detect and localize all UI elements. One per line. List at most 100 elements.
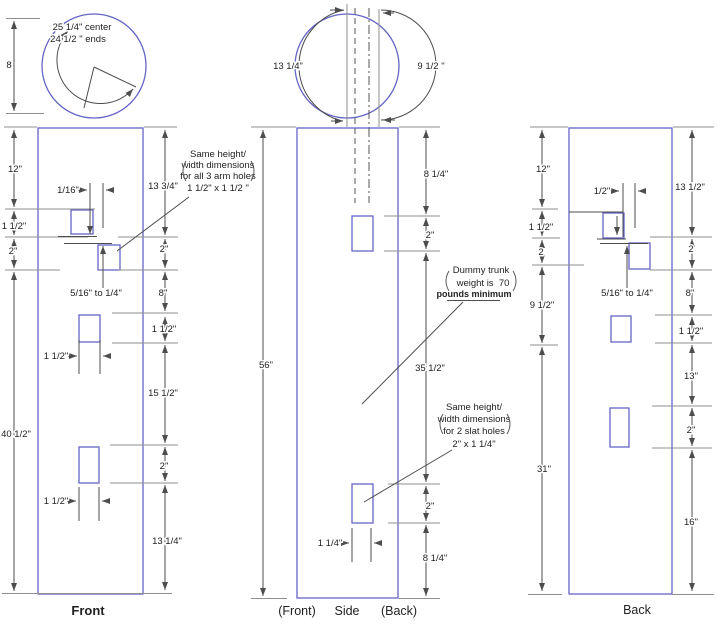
arm-note-line3: for all 3 arm holes	[180, 171, 256, 182]
front-right-dim-7: 13 1/4"	[152, 536, 182, 547]
side-trunk-outline	[296, 127, 399, 599]
side-slat-width-label: 1 1/4"	[318, 538, 343, 549]
arm-note-left-paren	[182, 160, 187, 182]
back-arc	[380, 9, 437, 121]
back-view: 12" 1 1/2" 2 9 1/2" 31" 13 1/2" 2 8" 1 1…	[527, 126, 714, 617]
circumference-ends-label: 24 1/2 " ends	[50, 34, 106, 45]
side-left-dim: 56"	[258, 130, 274, 596]
radius-line-1	[83, 66, 95, 109]
front-right-dim-1: 13 3/4"	[148, 181, 178, 192]
front-left-dim-chain: 12" 1 1/2" 2" 40 1/2"	[0, 130, 32, 591]
arm-note-right-paren	[250, 160, 255, 182]
head-diameter-label: 8	[6, 60, 11, 71]
circumference-center-label: 25 1/4" center	[53, 22, 112, 33]
front-slat-hole	[78, 446, 100, 484]
arm-note-leader	[116, 196, 190, 252]
back-arm-hole-3	[610, 315, 632, 343]
back-right-dim-6: 2"	[687, 425, 696, 436]
slat-note-left-paren	[439, 413, 444, 435]
front-left-dim-2: 1 1/2"	[2, 221, 27, 232]
front-arc	[298, 9, 345, 122]
back-arm-hole-2	[628, 242, 651, 270]
slat-note-line4: 2" x 1 1/4"	[452, 439, 495, 450]
slat-note-line2: width dimensions	[437, 414, 511, 425]
front-head-circle: 8 25 1/4" center 24 1/2 " ends	[5, 13, 147, 119]
front-offset-label: 1/16"	[57, 185, 79, 196]
back-inner-dims: 1/2" 5/16" to 1/4"	[592, 183, 654, 301]
back-right-dim-1: 13 1/2"	[675, 182, 705, 193]
front-right-dim-chain: 13 3/4" 2" 8" 1 1/2" 15 1/2" 2" 13 1/4"	[147, 130, 183, 590]
back-arm-hole-1	[602, 212, 625, 239]
side-head-circle: 13 1/4" 9 1/2 "	[272, 4, 446, 203]
weight-note-right-paren	[512, 270, 517, 292]
front-arc-label: 13 1/4"	[273, 61, 303, 72]
circumference-arc	[56, 30, 134, 105]
side-extension-lines	[251, 126, 440, 599]
front-left-dim-1: 12"	[8, 164, 22, 175]
side-slat-hole-bottom	[351, 483, 374, 524]
arm-note-line4: 1 1/2" x 1 1/2 "	[187, 183, 249, 194]
arm-note-line2: width dimensions	[181, 160, 255, 171]
front-inner-dims: 1/16" 5/16" to 1/4" 1 1/2" 1 1/2"	[42, 183, 123, 521]
front-arm-hole-2	[97, 244, 121, 271]
front-hole3-width-label: 1 1/2"	[44, 351, 69, 362]
front-right-dim-5: 15 1/2"	[148, 388, 178, 399]
slat-note-line1: Same height/	[446, 402, 502, 413]
front-right-dim-3: 8"	[159, 288, 168, 299]
back-caption: Back	[623, 603, 652, 617]
side-right-dim-5: 8 1/4"	[423, 553, 448, 564]
back-left-dim-3: 2	[538, 247, 543, 258]
front-right-dim-6: 2"	[160, 461, 169, 472]
side-right-dim-4: 2"	[426, 501, 435, 512]
back-right-dim-7: 16"	[684, 517, 698, 528]
side-slat-width-dim: 1 1/4"	[316, 528, 382, 562]
back-left-dim-2: 1 1/2"	[529, 222, 554, 233]
slat-note-leader	[363, 449, 453, 503]
front-right-dim-2: 2"	[160, 244, 169, 255]
side-caption: Side	[334, 604, 359, 618]
back-vgap-label: 5/16" to 1/4"	[601, 288, 653, 299]
front-slat-width-label: 1 1/2"	[44, 496, 69, 507]
side-caption-back: (Back)	[381, 604, 417, 618]
front-right-dim-4: 1 1/2"	[152, 324, 177, 335]
side-total-height-label: 56"	[259, 360, 273, 371]
back-right-dim-5: 13"	[684, 371, 698, 382]
weight-note-line2: weight is 70	[456, 278, 510, 289]
back-left-dim-chain: 12" 1 1/2" 2 9 1/2" 31"	[527, 130, 556, 591]
weight-note-line1: Dummy trunk	[453, 265, 510, 276]
weight-note-left-paren	[445, 270, 450, 292]
radius-line-2	[93, 66, 137, 88]
front-vgap-label: 5/16" to 1/4"	[70, 288, 122, 299]
front-view: 12" 1 1/2" 2" 40 1/2" 13 3/4" 2" 8" 1 1/…	[0, 126, 183, 618]
weight-note-leader	[361, 301, 464, 405]
back-left-dim-5: 31"	[537, 464, 551, 475]
side-right-dim-chain: 8 1/4" 2" 35 1/2" 2" 8 1/4"	[414, 130, 450, 596]
back-right-dim-3: 8"	[686, 288, 695, 299]
side-view: 56" 8 1/4" 2" 35 1/2" 2" 8 1/4" 1 1/4" (…	[251, 126, 450, 618]
slat-note-right-paren	[506, 413, 511, 435]
side-slat-hole-top	[351, 215, 374, 252]
annotation-arm-holes: Same height/ width dimensions for all 3 …	[116, 149, 256, 252]
front-caption: Front	[71, 603, 105, 618]
back-arc-label: 9 1/2 "	[417, 61, 444, 72]
front-left-dim-3: 2"	[9, 246, 18, 257]
back-right-dim-2: 2	[688, 244, 693, 255]
back-extension-lines	[528, 126, 714, 595]
back-right-dim-chain: 13 1/2" 2 8" 1 1/2" 13" 2" 16"	[674, 130, 706, 591]
slat-note-line3: for 2 slat holes	[443, 426, 505, 437]
side-right-dim-2: 2"	[426, 230, 435, 241]
side-right-dim-1: 8 1/4"	[424, 169, 449, 180]
weight-note-line3: pounds minimum	[437, 289, 512, 299]
back-left-dim-4: 9 1/2"	[530, 300, 555, 311]
back-trunk-outline	[568, 127, 673, 595]
back-offset-label: 1/2"	[594, 186, 611, 197]
front-arm-hole-3	[78, 314, 101, 343]
side-right-dim-3: 35 1/2"	[415, 363, 445, 374]
front-left-dim-4: 40 1/2"	[1, 429, 31, 440]
side-caption-front: (Front)	[278, 604, 316, 618]
back-slat-hole	[609, 407, 630, 448]
arm-note-line1: Same height/	[190, 149, 246, 160]
annotation-slat-holes: Same height/ width dimensions for 2 slat…	[363, 402, 511, 503]
